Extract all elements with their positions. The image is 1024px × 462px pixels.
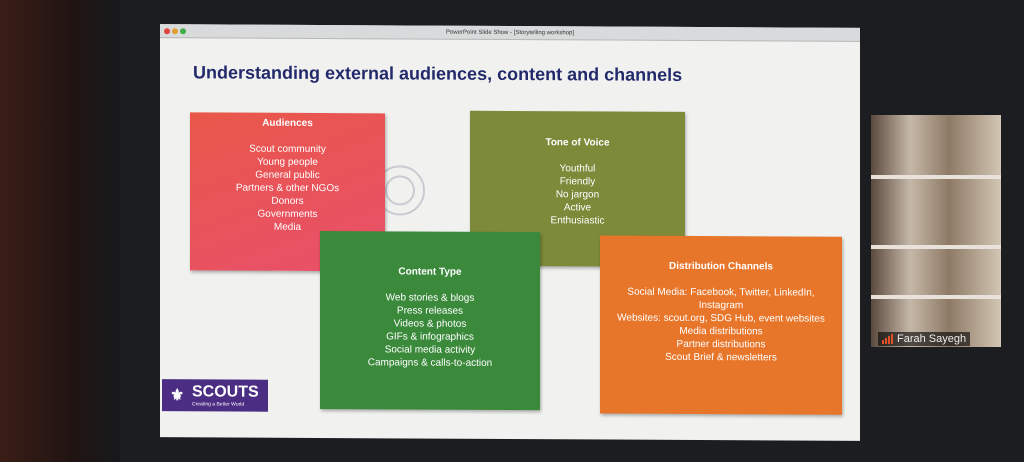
logo-tagline: Creating a Better World <box>192 401 245 408</box>
list-item: Active <box>563 202 592 214</box>
content-heading: Content Type <box>398 266 462 278</box>
scouts-logo: ⚜ SCOUTS Creating a Better World <box>162 379 268 412</box>
list-item: Web stories & blogs <box>385 292 475 304</box>
list-item: Friendly <box>559 176 596 188</box>
list-item: Scout Brief & newsletters <box>665 351 777 364</box>
logo-text: SCOUTS <box>192 383 259 401</box>
list-item: Governments <box>257 208 318 220</box>
window-title: PowerPoint Slide Show - [Storytelling wo… <box>445 29 575 36</box>
shelf <box>871 245 1001 249</box>
shelf <box>871 175 1001 179</box>
audiences-heading: Audiences <box>262 117 313 129</box>
list-item: Media distributions <box>679 325 763 338</box>
list-item: Partners & other NGOs <box>235 182 340 195</box>
signal-strength-icon <box>882 334 893 344</box>
background-left <box>0 0 120 462</box>
list-item: Press releases <box>396 305 464 317</box>
list-item: Partner distributions <box>676 338 766 351</box>
content-type-box: Content Type Web stories & blogs Press r… <box>320 231 540 411</box>
participant-video[interactable] <box>871 115 1001 347</box>
list-item: Scout community <box>249 143 326 156</box>
slide-title: Understanding external audiences, conten… <box>193 62 683 85</box>
list-item: Young people <box>257 156 318 168</box>
list-item: Social media activity <box>384 344 476 356</box>
list-item: Videos & photos <box>393 318 467 330</box>
title-bar: PowerPoint Slide Show - [Storytelling wo… <box>160 24 860 42</box>
list-item: Social Media: Facebook, Twitter, LinkedI… <box>627 286 815 312</box>
tone-heading: Tone of Voice <box>545 137 610 149</box>
distribution-heading: Distribution Channels <box>669 260 773 273</box>
list-item: Campaigns & calls-to-action <box>367 357 493 369</box>
decoration <box>385 175 415 206</box>
slideshow-window: PowerPoint Slide Show - [Storytelling wo… <box>160 24 860 441</box>
list-item: GIFs & infographics <box>386 331 474 343</box>
participant-name: Farah Sayegh <box>897 333 967 345</box>
list-item: Youthful <box>559 163 596 175</box>
list-item: Donors <box>271 195 304 207</box>
list-item: Websites: scout.org, SDG Hub, event webs… <box>617 312 825 325</box>
participant-name-tag: Farah Sayegh <box>878 332 971 346</box>
list-item: No jargon <box>555 189 600 201</box>
fleur-de-lis-icon: ⚜ <box>170 387 185 405</box>
list-item: General public <box>255 169 320 182</box>
distribution-channels-box: Distribution Channels Social Media: Face… <box>600 235 842 415</box>
shelf <box>871 295 1001 299</box>
list-item: Enthusiastic <box>550 215 605 227</box>
